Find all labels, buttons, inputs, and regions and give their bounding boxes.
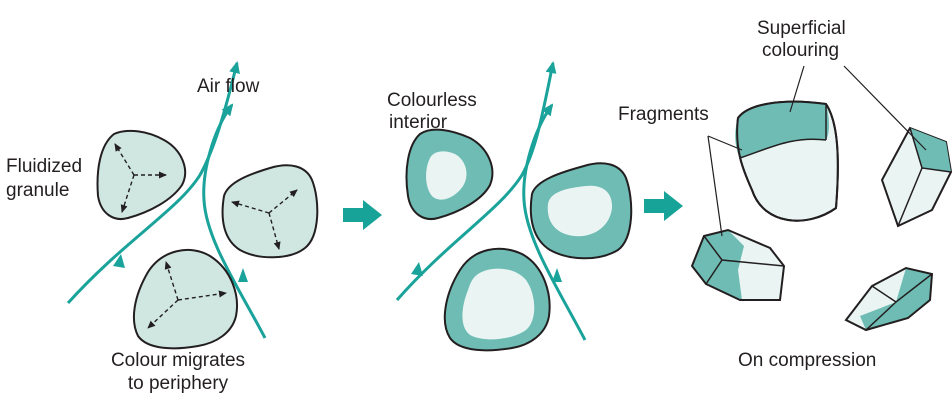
superficial-colouring-label-line1: Superficial <box>757 18 846 40</box>
fluidized-granule-label-line1: Fluidized <box>6 156 82 178</box>
colour-migrates-label-line1: Colour migrates <box>78 350 278 372</box>
dried-granule <box>445 249 550 350</box>
panel-compressed <box>692 66 951 330</box>
colourless-interior-label-line1: Colourless <box>387 90 477 112</box>
leader-line <box>844 66 926 150</box>
colourless-interior <box>462 269 534 340</box>
dried-granule <box>531 163 631 258</box>
fragment <box>692 230 784 300</box>
fragments-label: Fragments <box>618 104 709 126</box>
fluidized-granule <box>134 250 237 348</box>
air-flow-arrowhead <box>552 268 562 282</box>
air-flow-arrowhead <box>238 268 248 282</box>
fluidized-granule <box>223 165 318 257</box>
arrow-right-icon <box>343 200 382 230</box>
panel-fluidized <box>68 63 317 348</box>
leader-line <box>708 136 722 236</box>
fragment <box>846 268 932 330</box>
fluidized-granule-label-line2: granule <box>6 180 69 202</box>
fragment <box>882 128 951 226</box>
fragment <box>735 102 838 221</box>
air-flow-label: Air flow <box>197 76 259 98</box>
on-compression-label: On compression <box>738 350 876 372</box>
air-flow-arrowhead <box>411 262 423 276</box>
colourless-interior-label-line2: interior <box>389 112 447 134</box>
dried-granule <box>407 130 493 219</box>
colour-migrates-label-line2: to periphery <box>78 373 278 395</box>
superficial-colouring-label-line2: colouring <box>762 40 839 62</box>
arrow-right-icon <box>644 191 683 221</box>
